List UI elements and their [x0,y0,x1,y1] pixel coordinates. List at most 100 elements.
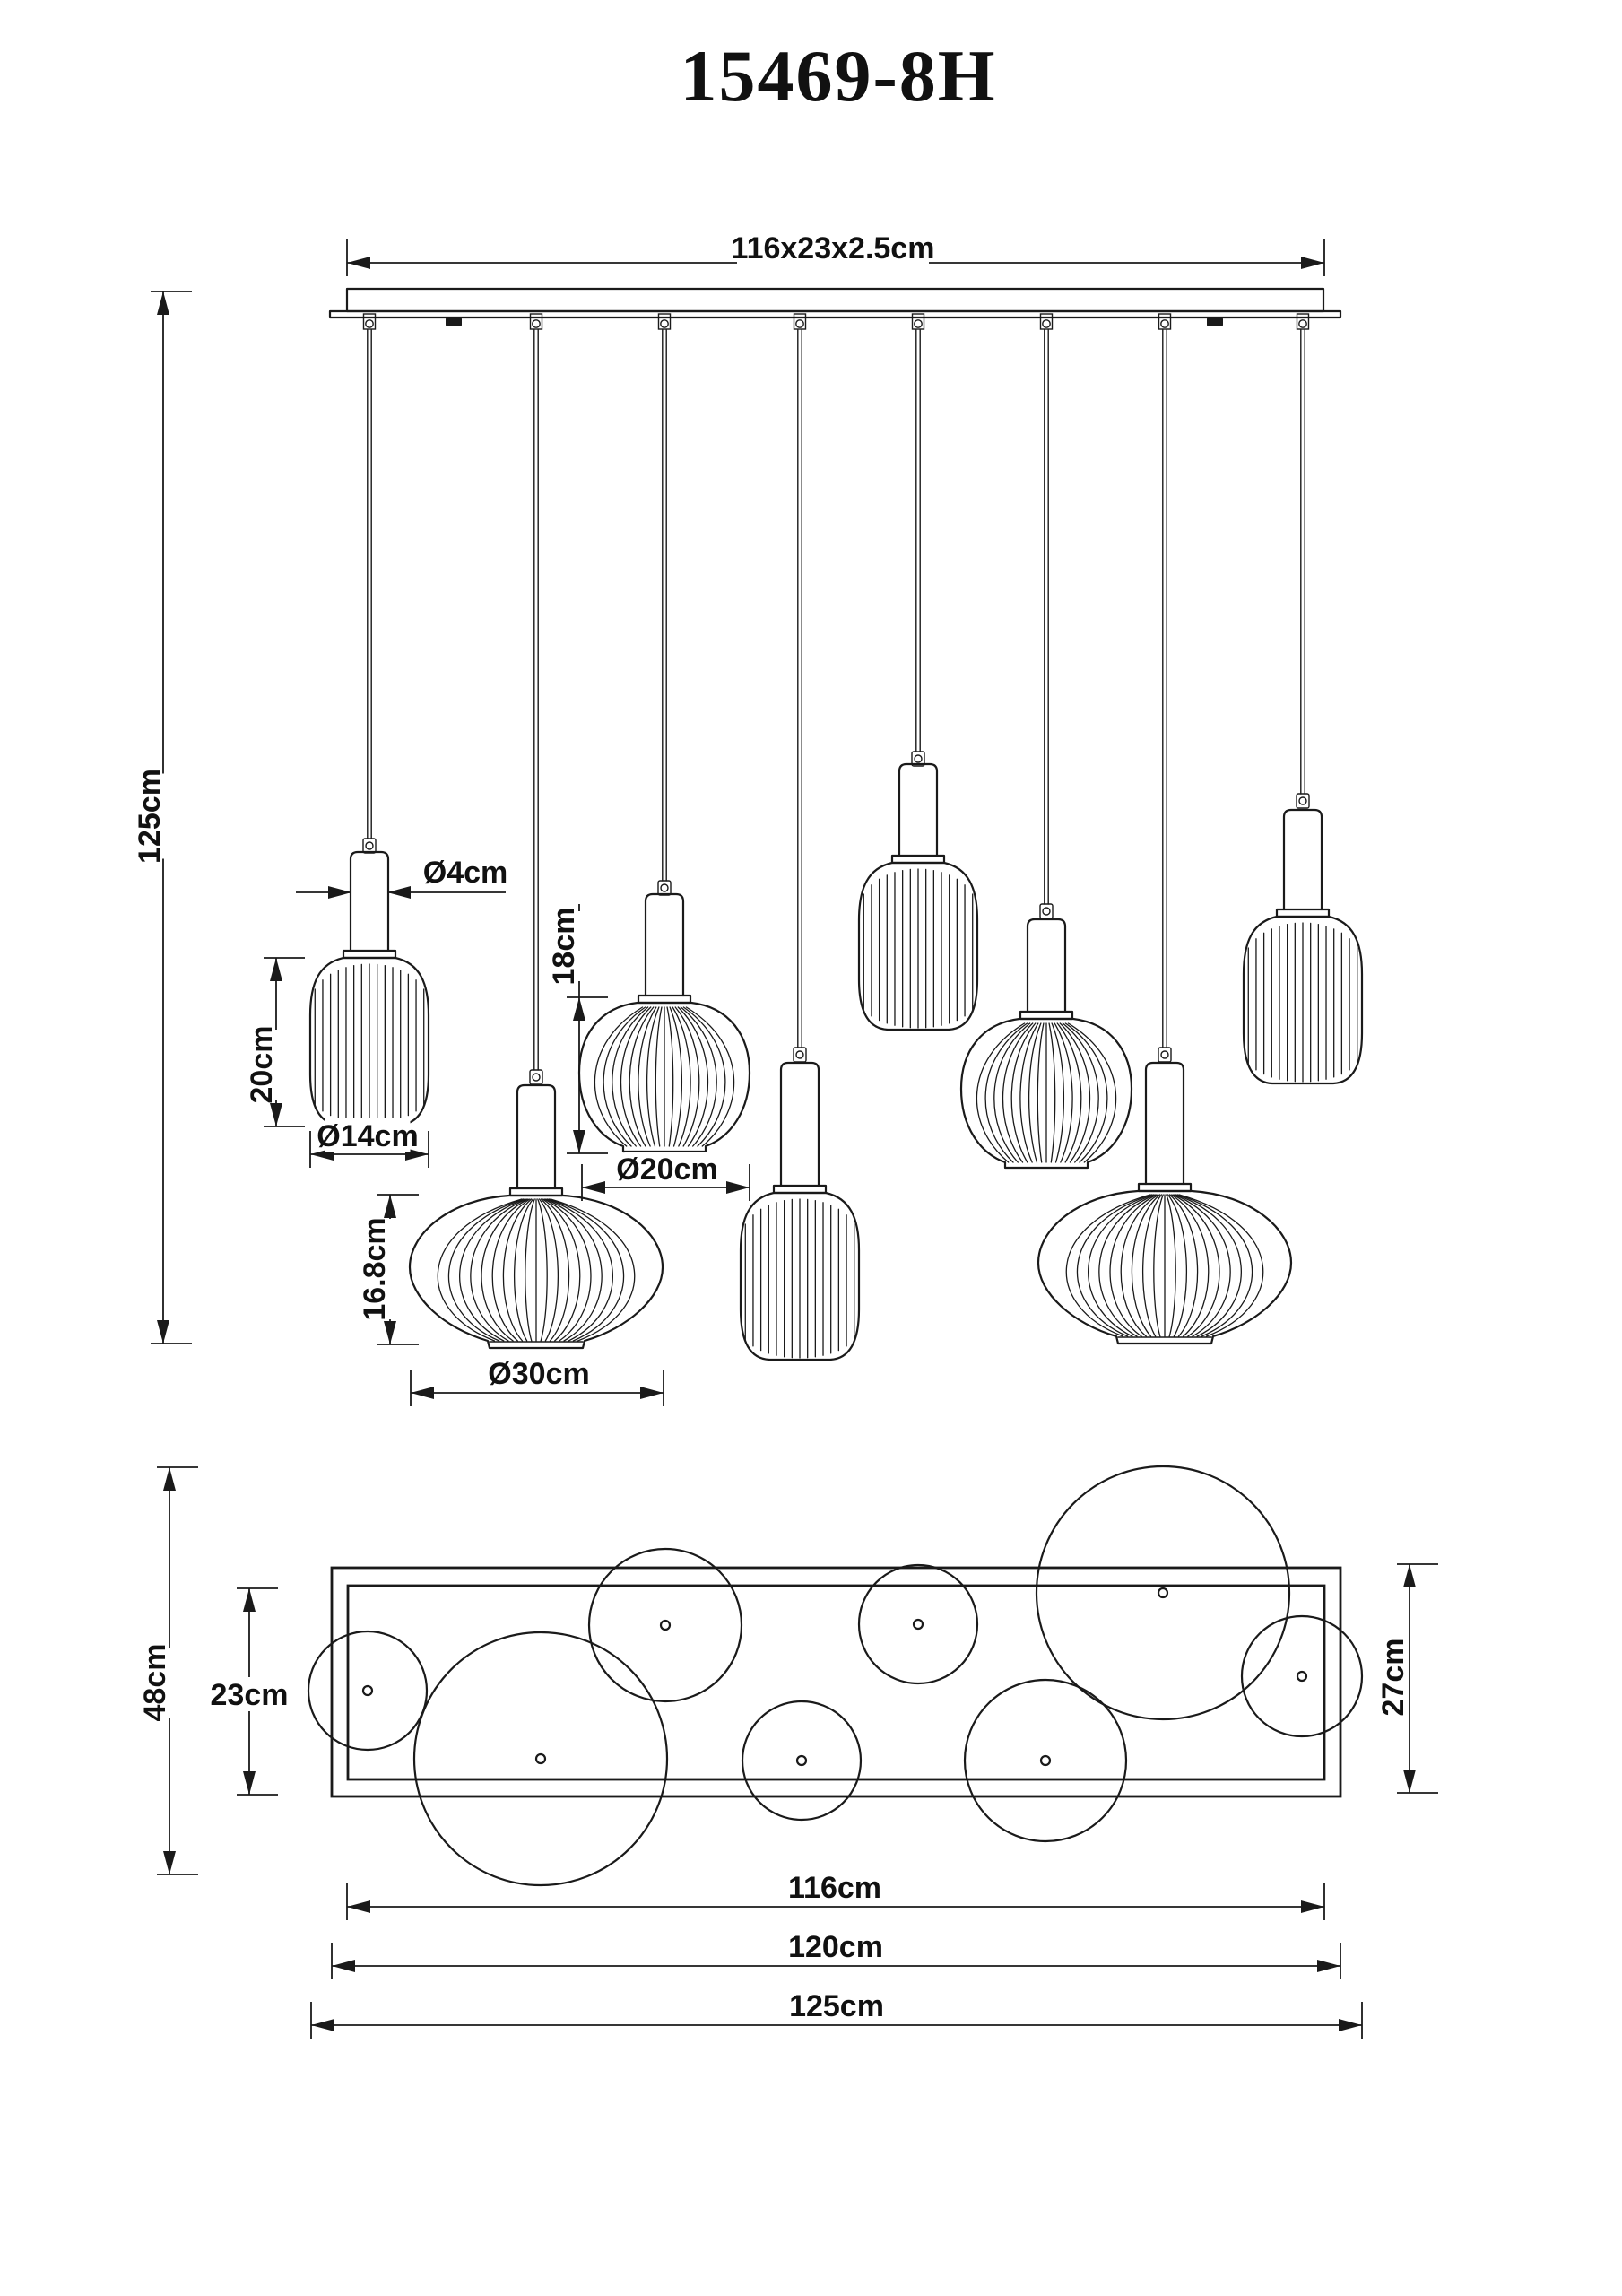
dimension-label: Ø14cm [317,1118,419,1153]
shade-rib [525,1198,535,1342]
canopy-hanger-6 [1039,313,1054,330]
shade-ring [1019,1010,1074,1021]
cord [915,329,921,752]
cord-connector [1039,903,1054,919]
dimension-label: Ø20cm [616,1152,718,1187]
shade-ring [342,949,397,960]
shade-rib [682,1006,726,1147]
lamp-socket [1282,808,1323,911]
connector-eyelet [1298,796,1307,805]
shade-tall-ribbed [857,861,979,1031]
dimension-arrow [270,958,282,981]
page-title: 15469-8H [680,35,996,117]
shade-squat-ribbed [577,1001,751,1153]
shade-rib [677,1006,709,1147]
dim-overall-height: 125cm [132,291,192,1344]
cord [1162,329,1167,1048]
dimension-label-bg [624,1152,710,1186]
dimension-label-bg [1375,1642,1409,1712]
shade-rib [470,1198,527,1342]
shade-projection-circle [857,1563,979,1685]
canopy-hanger-8 [1296,313,1310,330]
dimension-arrow [270,1103,282,1126]
dim-shade3-height: 18cm [546,904,608,1154]
dimension-arrow [332,1960,355,1972]
shade-rib [1167,1194,1187,1337]
hanger-eyelet [660,319,669,328]
dimension-label-bg [430,855,500,889]
shade-rib [514,1198,534,1342]
lamp-socket [1144,1061,1185,1186]
canopy [328,287,1342,326]
shade-tall-ribbed [739,1191,861,1361]
cord-hole [534,1752,547,1765]
dimension-arrow [1301,257,1324,269]
shade-ring [890,854,946,865]
pendant-6 [959,329,1133,1170]
shade-rib [646,1006,660,1147]
dim-shade1-height: 20cm [244,957,305,1127]
hanger-body [529,313,543,330]
dimension-arrow [640,1387,664,1399]
connector-eyelet [1160,1050,1169,1059]
shade-rib [538,1198,559,1342]
dimension-arrow [573,997,585,1021]
shade-rib [447,1198,525,1342]
dimension-text: 116cm [788,1871,881,1905]
dimension-text: 27cm [1376,1639,1410,1717]
dimension-text: 116x23x2.5cm [732,231,935,265]
dimension-label-bg [357,1219,391,1319]
shade-rib [629,1006,655,1147]
connector-eyelet [1042,907,1051,916]
dimension-arrow [1317,1960,1340,1972]
cord [1044,329,1049,905]
plan-shade-circle-1 [307,1630,429,1752]
dim-shade1-diameter: Ø14cm [309,1118,429,1168]
hanger-body [657,313,672,330]
dimension-arrow [726,1181,750,1194]
plan-shade-circle-3 [587,1547,743,1703]
shade-rib [543,1198,592,1342]
dimension-text: Ø30cm [488,1357,589,1391]
shade-rib [1002,1022,1034,1163]
cord-connector [1296,793,1310,809]
dimension-arrow [347,1900,370,1913]
shade-rib [1062,1022,1099,1163]
hanger-eyelet [1160,319,1169,328]
canopy-hanger-4 [793,313,807,330]
lamp-socket [516,1083,557,1190]
canopy-hanger-2 [529,313,543,330]
dimension-text: 125cm [789,1989,884,2023]
shade-rib [666,1006,674,1147]
pendant-8 [1242,329,1364,1085]
dimension-label-bg [496,1356,582,1390]
shade-rib [1109,1194,1158,1337]
shade-ring [637,994,692,1004]
shade-rib [1019,1022,1039,1163]
plan-shade-circle-2 [412,1631,669,1887]
hanger-eyelet [914,319,923,328]
hanger-body [1158,313,1172,330]
dimension-label: 116x23x2.5cm [732,230,935,265]
shade-rib [542,1198,581,1342]
dimension-label: 20cm [244,1026,279,1104]
dimension-label-bg [546,911,580,981]
dimension-arrow [163,1467,176,1491]
shade-rib [548,1198,625,1342]
dimension-arrow [243,1771,256,1795]
dimension-text: 125cm [133,769,167,864]
canopy-hanger-7 [1158,313,1172,330]
shade-outline [739,1191,861,1361]
dimension-text: 20cm [245,1026,279,1104]
cord [367,329,372,839]
plan-shade-circle-4 [741,1700,863,1822]
shade-rib [1064,1022,1108,1163]
dimension-text: 120cm [788,1930,883,1964]
shade-projection-circle [587,1547,743,1703]
lamp-socket [1026,918,1067,1013]
dimension-label-bg [132,773,166,859]
dimension-label: 48cm [137,1644,172,1721]
hanger-eyelet [1298,319,1307,328]
